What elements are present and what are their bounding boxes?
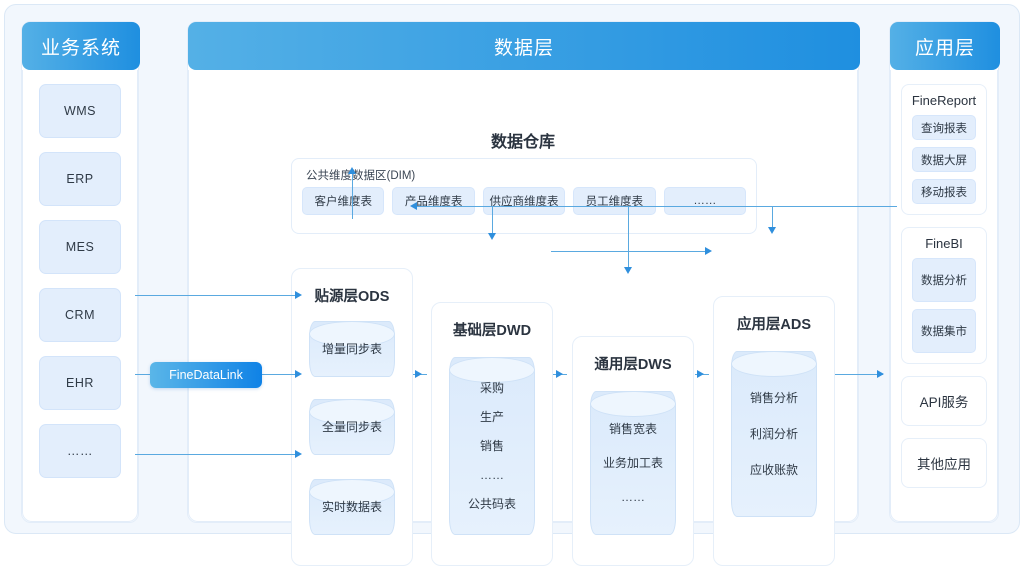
app-chip-query-report[interactable]: 查询报表 (912, 115, 976, 140)
business-system-mes[interactable]: MES (39, 220, 121, 274)
arrowhead-fdl-to-ods (295, 370, 302, 378)
dim-chip-product[interactable]: 产品维度表 (392, 187, 475, 215)
connector-bus-to-dws (628, 207, 630, 269)
layer-dwd-title: 基础层DWD (452, 323, 532, 339)
dim-chip-more[interactable]: …… (663, 187, 747, 215)
dws-item-sales-wide: 销售宽表 (608, 422, 657, 436)
ods-table-full-label: 全量同步表 (321, 420, 382, 434)
arrowhead-bus-to-dws (624, 267, 632, 274)
business-system-ehr[interactable]: EHR (39, 356, 121, 410)
app-chip-data-analysis[interactable]: 数据分析 (912, 258, 976, 302)
app-chip-data-mart[interactable]: 数据集市 (912, 309, 976, 353)
app-chip-mobile-report[interactable]: 移动报表 (912, 179, 976, 204)
connector-dwd-to-ads (551, 251, 707, 253)
dim-chip-employee[interactable]: 员工维度表 (573, 187, 656, 215)
arrowhead-dws-to-ads (697, 370, 704, 378)
dwd-item-purchase: 采购 (479, 381, 504, 395)
connector-bus-to-ads (772, 207, 774, 229)
finedatalink-badge[interactable]: FineDataLink (150, 362, 262, 388)
layer-dws-title: 通用层DWS (594, 357, 672, 373)
connector-main-bus (417, 206, 897, 208)
ads-item-profit-analysis: 利润分析 (749, 427, 798, 441)
app-chip-dashboard[interactable]: 数据大屏 (912, 147, 976, 172)
ods-table-realtime-label: 实时数据表 (321, 500, 382, 514)
ads-cylinder[interactable]: 销售分析 利润分析 应收账款 (731, 351, 817, 517)
ads-item-receivables: 应收账款 (749, 463, 798, 477)
connector-bus-to-dwd (492, 207, 494, 235)
business-systems-list: WMS ERP MES CRM EHR …… (22, 70, 138, 522)
ods-table-incremental[interactable]: 增量同步表 (309, 321, 395, 377)
arrowhead-bus-to-ads (768, 227, 776, 234)
layer-ods-title: 贴源层ODS (314, 289, 390, 305)
layer-dws: 通用层DWS 销售宽表 业务加工表 …… (572, 336, 694, 566)
diagram-canvas: 业务系统 WMS ERP MES CRM EHR …… 数据层 数据仓库 公共维… (4, 4, 1020, 566)
business-systems-panel: 业务系统 WMS ERP MES CRM EHR …… (21, 21, 140, 523)
application-layer-title: 应用层 (890, 22, 1000, 70)
ods-table-incremental-label: 增量同步表 (321, 342, 382, 356)
dws-cylinder[interactable]: 销售宽表 业务加工表 …… (590, 391, 676, 535)
arrowhead-dwd-to-ads (705, 247, 712, 255)
connector-ods-to-dim (352, 173, 354, 219)
connector-fdl-to-ods (260, 374, 295, 376)
dws-item-more: …… (621, 490, 645, 504)
dim-chip-row: 客户维度表 产品维度表 供应商维度表 员工维度表 …… (302, 187, 747, 215)
arrowhead-dwd-to-dws (556, 370, 563, 378)
arrowhead-ads-to-app (877, 370, 884, 378)
connector-ads-to-app (835, 374, 883, 376)
arrowhead-bus-to-dwd (488, 233, 496, 240)
data-layer-panel: 数据层 数据仓库 公共维度数据区(DIM) 客户维度表 产品维度表 供应商维度表… (187, 21, 860, 566)
dim-zone: 公共维度数据区(DIM) 客户维度表 产品维度表 供应商维度表 员工维度表 …… (291, 158, 757, 234)
dwd-item-more: …… (480, 468, 504, 482)
arrowhead-more-to-ods (295, 450, 302, 458)
dwd-item-production: 生产 (479, 410, 504, 424)
arrowhead-crm-to-ods (295, 291, 302, 299)
business-system-crm[interactable]: CRM (39, 288, 121, 342)
business-system-more[interactable]: …… (39, 424, 121, 478)
dws-item-business-proc: 业务加工表 (602, 456, 663, 470)
business-system-erp[interactable]: ERP (39, 152, 121, 206)
app-group-finereport: FineReport 查询报表 数据大屏 移动报表 (901, 84, 987, 215)
application-layer-body: FineReport 查询报表 数据大屏 移动报表 FineBI 数据分析 数据… (890, 70, 998, 522)
dim-zone-label: 公共维度数据区(DIM) (306, 170, 416, 182)
ods-table-full[interactable]: 全量同步表 (309, 399, 395, 455)
app-group-finebi: FineBI 数据分析 数据集市 (901, 227, 987, 364)
dwd-item-sales: 销售 (479, 439, 504, 453)
data-layer-title: 数据层 (188, 22, 860, 70)
data-warehouse-title: 数据仓库 (490, 134, 555, 151)
dwd-item-common-code: 公共码表 (467, 497, 516, 511)
app-group-finereport-title: FineReport (911, 93, 977, 108)
app-other-applications[interactable]: 其他应用 (901, 438, 987, 488)
layer-dwd: 基础层DWD 采购 生产 销售 …… 公共码表 (431, 302, 553, 566)
connector-ehr-to-fdl (135, 374, 153, 376)
dwd-cylinder[interactable]: 采购 生产 销售 …… 公共码表 (449, 357, 535, 535)
connector-more-to-ods (135, 454, 295, 456)
layer-ads-title: 应用层ADS (736, 317, 812, 333)
arrowhead-ods-to-dwd (415, 370, 422, 378)
arrowhead-bus-to-ods (410, 202, 417, 210)
layer-ods: 贴源层ODS 增量同步表 全量同步表 实时数据表 (291, 268, 413, 566)
ads-item-sales-analysis: 销售分析 (749, 391, 798, 405)
app-api-service[interactable]: API服务 (901, 376, 987, 426)
dim-chip-customer[interactable]: 客户维度表 (302, 187, 385, 215)
ods-table-realtime[interactable]: 实时数据表 (309, 479, 395, 535)
business-systems-title: 业务系统 (22, 22, 140, 70)
dim-chip-supplier[interactable]: 供应商维度表 (482, 187, 566, 215)
layer-ads: 应用层ADS 销售分析 利润分析 应收账款 (713, 296, 835, 566)
arrowhead-ods-to-dim (348, 167, 356, 174)
application-layer-panel: 应用层 FineReport 查询报表 数据大屏 移动报表 FineBI 数据分… (889, 21, 1000, 523)
business-system-wms[interactable]: WMS (39, 84, 121, 138)
data-layer-body: 数据仓库 公共维度数据区(DIM) 客户维度表 产品维度表 供应商维度表 员工维… (188, 70, 858, 566)
app-group-finebi-title: FineBI (925, 236, 963, 251)
connector-crm-to-ods (135, 295, 295, 297)
